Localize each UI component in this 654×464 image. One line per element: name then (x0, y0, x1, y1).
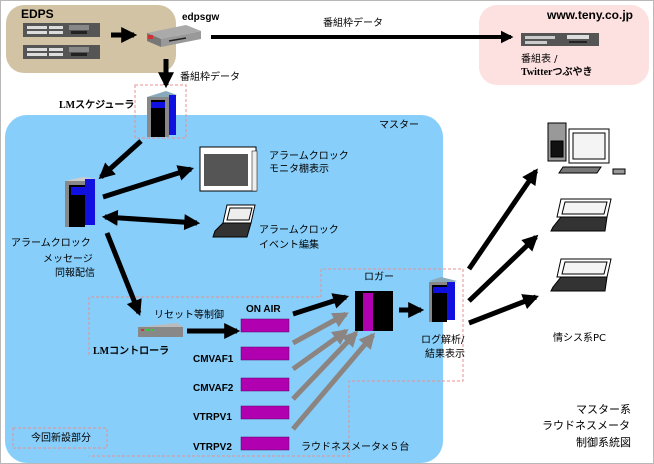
alarm-server-device (65, 177, 97, 227)
edps-server-2 (23, 45, 100, 59)
meter-label-on-air: ON AIR (246, 304, 281, 315)
alarm-server-label-1: アラームクロック (11, 238, 91, 249)
title-line-3: 制御系統図 (576, 436, 631, 449)
log-analyzer-device (429, 277, 457, 322)
edge-label-gw-to-web: 番組枠データ (323, 18, 383, 29)
meters-group (240, 318, 290, 451)
monitor-label-1: アラームクロック (269, 151, 349, 162)
monitor-label-2: モニタ棚表示 (269, 164, 329, 175)
laptop-pc-2-device (550, 198, 612, 232)
lm-controller-device (138, 323, 183, 337)
web-server-device (521, 33, 599, 46)
laptop-event-label-1: アラームクロック (259, 225, 339, 236)
laptop-pc-3-device (550, 258, 612, 292)
logger-label: ロガー (364, 272, 394, 283)
web-region-label: www.teny.co.jp (547, 8, 634, 22)
alarm-server-label-3: 同報配信 (55, 268, 95, 279)
web-server-label-2: Twitterつぶやき (521, 67, 593, 78)
meter-label-cmvaf1: CMVAF1 (193, 354, 234, 365)
log-analyzer-label-2: 結果表示 (425, 349, 465, 360)
meter-label-vtrpv1: VTRPV1 (193, 412, 232, 423)
desktop-pc-device (547, 122, 626, 175)
legend-new-section: 今回新設部分 (31, 433, 91, 444)
edge-label-reset: リセット等制御 (154, 310, 224, 321)
lm-scheduler-label: LMスケジューラ (59, 100, 135, 111)
arrows (98, 26, 539, 340)
laptop-event-label-2: イベント編集 (259, 240, 319, 251)
meter-label-vtrpv2: VTRPV2 (193, 442, 232, 453)
title-line-1: マスター系 (576, 403, 631, 416)
edpsgw-label: edpsgw (182, 12, 220, 23)
lm-controller-label: LMコントローラ (93, 346, 170, 357)
edps-server-1 (23, 23, 100, 37)
edps-label: EDPS (21, 7, 54, 21)
alarm-server-label-2: メッセージ (43, 254, 93, 265)
monitor-device (199, 146, 258, 192)
logger-device (355, 291, 393, 331)
laptop-event-device (212, 204, 256, 238)
master-region-label: マスター (379, 120, 419, 131)
log-analyzer-label-1: ログ解析/ (421, 335, 465, 346)
gray-arrows (291, 311, 376, 431)
title-line-2: ラウドネスメータ (542, 419, 630, 432)
edpsgw-device (147, 25, 201, 47)
meter-label-cmvaf2: CMVAF2 (193, 383, 234, 394)
web-server-label-1: 番組表 / (521, 54, 558, 65)
meters-caption: ラウドネスメータ×５台 (301, 442, 410, 453)
edge-label-gw-to-scheduler: 番組枠データ (180, 72, 240, 83)
lm-scheduler-device (147, 91, 177, 137)
info-pc-label: 情シス系PC (553, 333, 607, 344)
